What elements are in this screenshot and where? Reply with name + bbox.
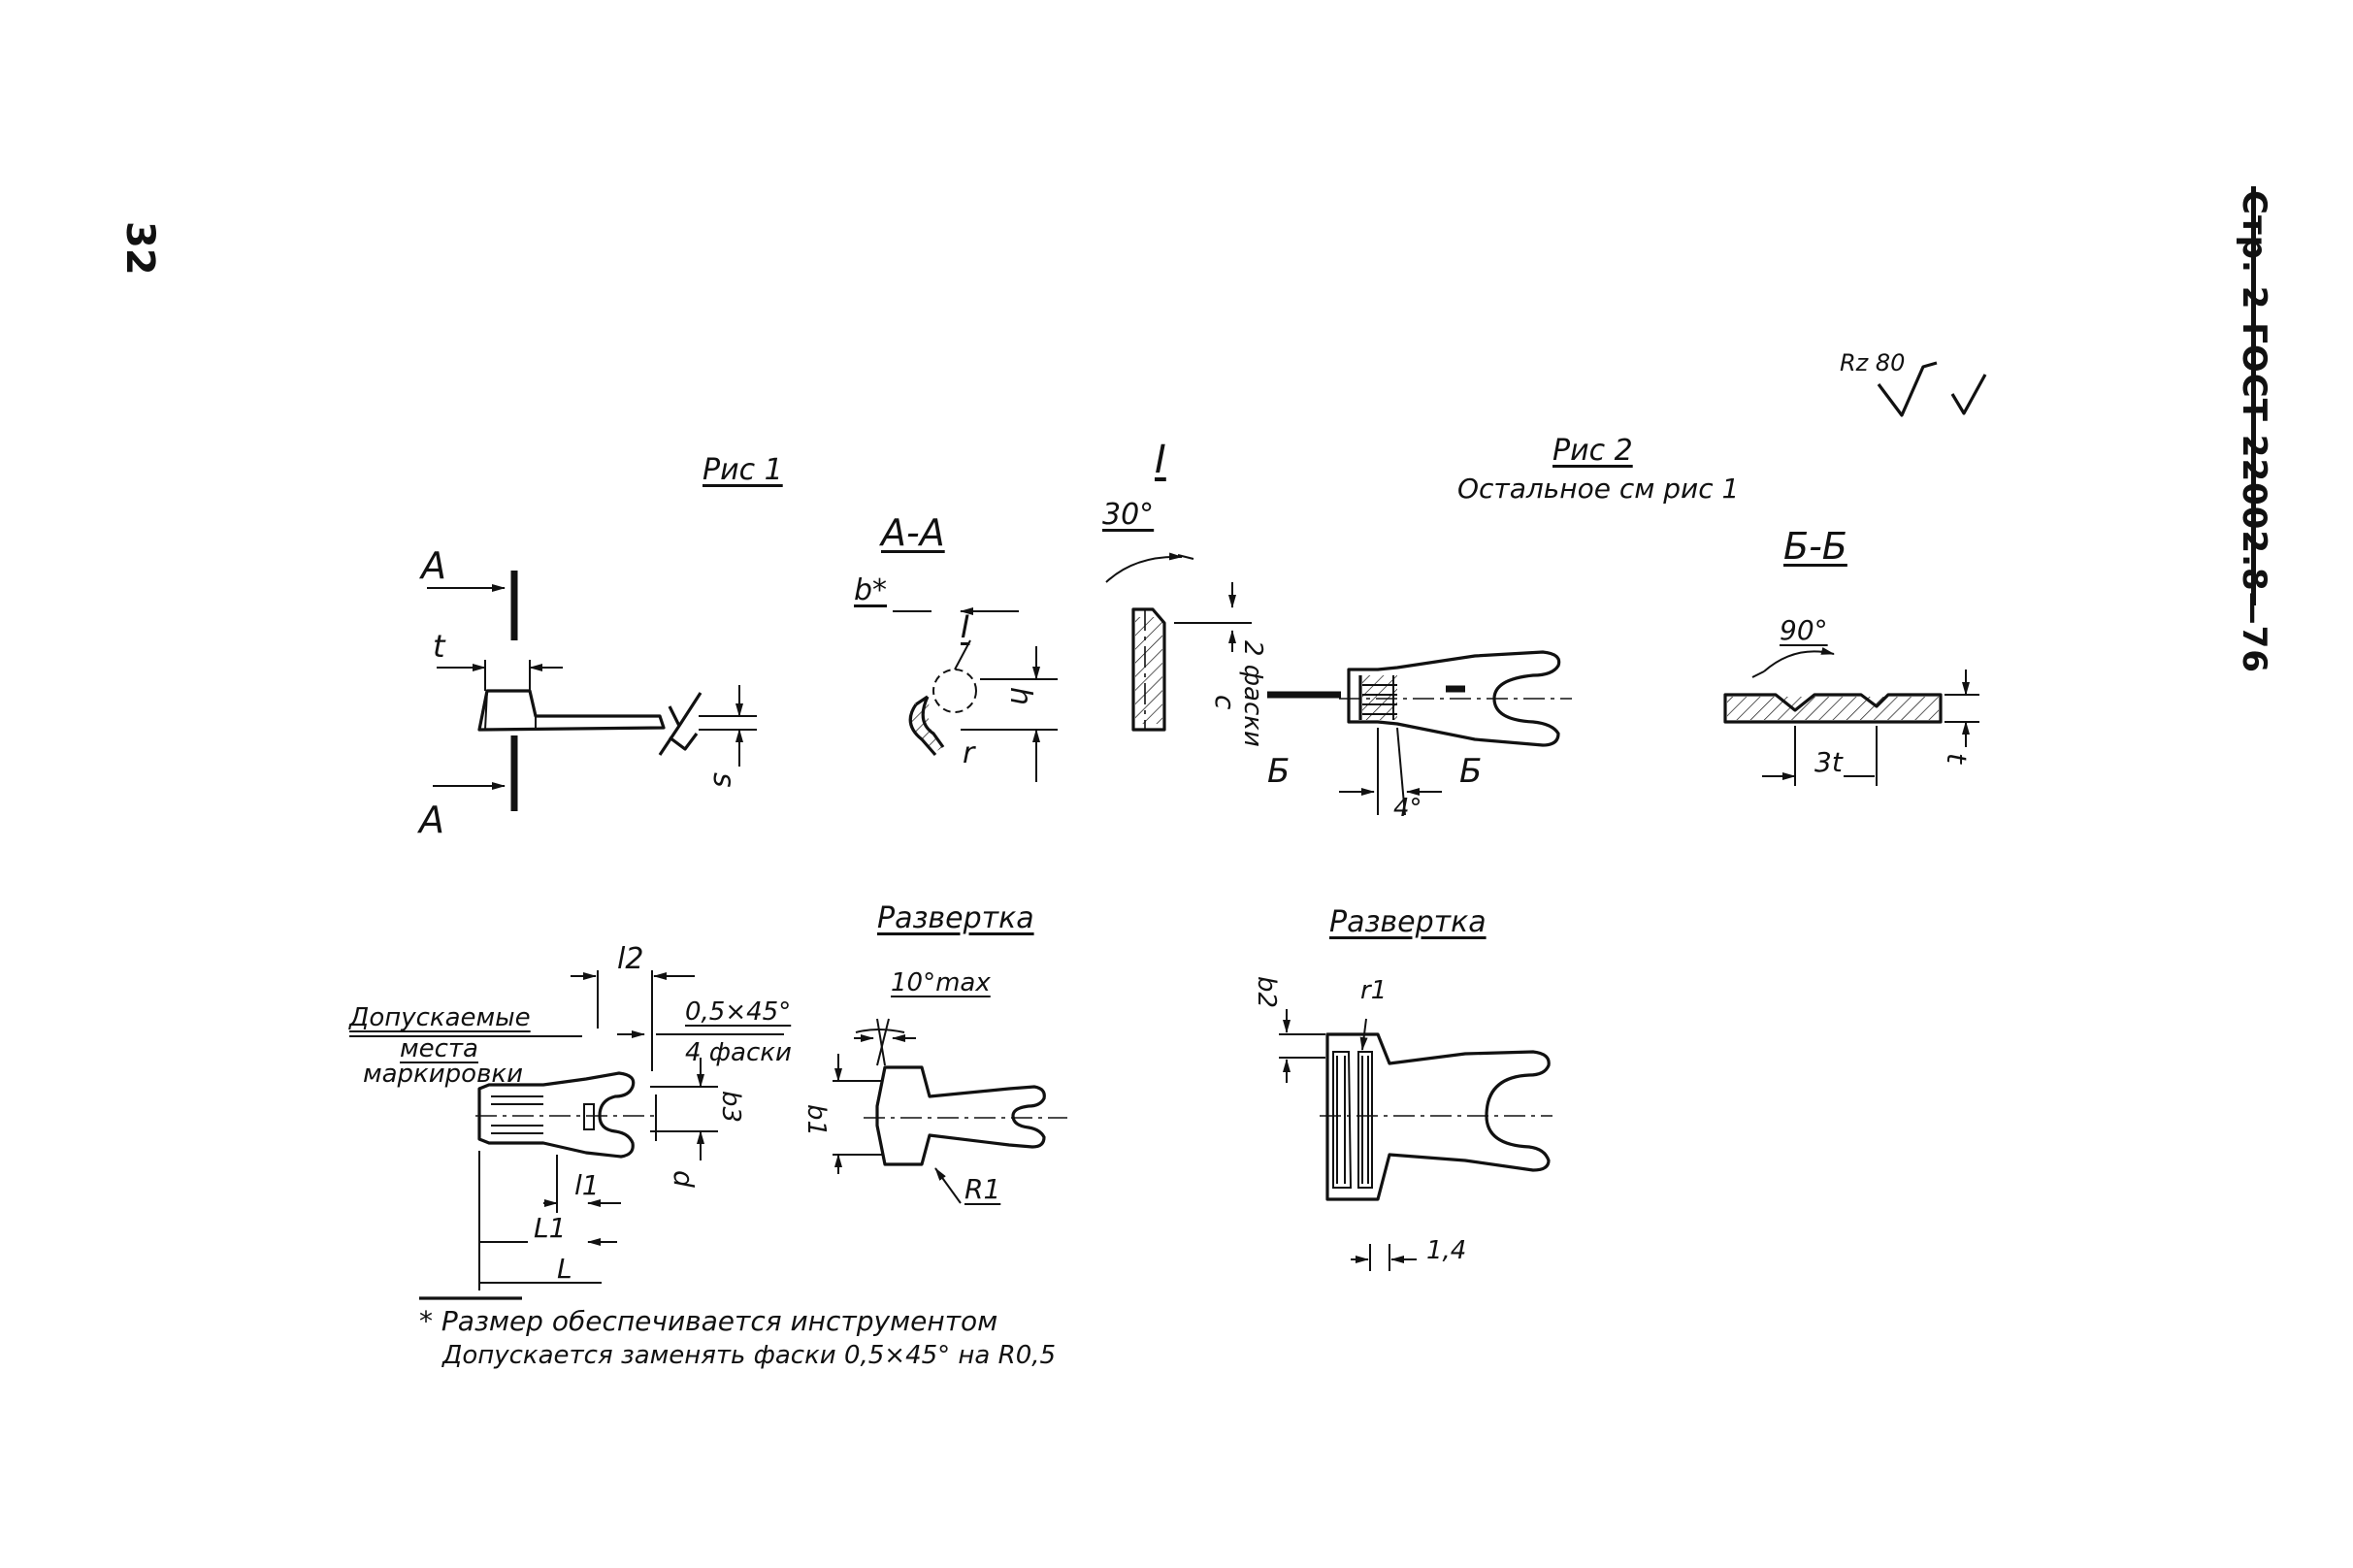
fig2-development: [1279, 1009, 1552, 1271]
dim-L-label: L: [557, 1253, 572, 1285]
section-bb-title: Б-Б: [1783, 525, 1847, 568]
angle-4-label: 4°: [1393, 794, 1422, 823]
section-b-b: [1723, 646, 1979, 786]
section-a-a: [893, 607, 1058, 782]
header-rule: [2251, 186, 2256, 605]
section-mark-b-right: Б: [1459, 752, 1483, 791]
roughness-value: Rz 80: [1840, 349, 1906, 376]
roughness-check-icon: [1877, 361, 1987, 417]
fig1-development-title: Развертка: [877, 901, 1034, 935]
fig1-development: [833, 1018, 1067, 1204]
dim-b-star: b*: [854, 573, 888, 607]
fig1-side-view: [427, 571, 757, 811]
dim-r1-small-label: r1: [1360, 976, 1388, 1005]
dim-c-label: c: [1209, 695, 1241, 710]
detail-i-angle: 30°: [1102, 498, 1155, 532]
fig2-fork-view: [1267, 650, 1572, 816]
marking-label-2: места: [400, 1034, 478, 1063]
section-mark-bottom: A: [419, 799, 444, 841]
marking-label-3: маркировки: [363, 1060, 523, 1089]
dim-d-label: d: [668, 1170, 700, 1188]
fig2-note: Остальное см рис 1: [1457, 473, 1740, 505]
section-bb-angle: 90°: [1780, 614, 1828, 646]
dim-b3-label: b3: [716, 1091, 745, 1124]
star-note: * Размер обеспечивается инструментом: [419, 1305, 998, 1337]
detail-i: [1105, 552, 1252, 732]
section-aa-ref: I: [961, 608, 970, 645]
chamfer-2-label: 2 фаски: [1238, 640, 1267, 747]
fig1-title: Рис 1: [703, 453, 783, 487]
marking-label-1: Допускаемые: [349, 1003, 531, 1032]
section-mark-top: A: [421, 544, 446, 587]
fig2-title: Рис 2: [1552, 434, 1633, 468]
dim-l2-label: l2: [617, 942, 644, 976]
dim-b2-label: b2: [1252, 976, 1281, 1009]
dim-b1-label: b1: [801, 1104, 831, 1137]
detail-i-title: I: [1155, 438, 1166, 482]
radius-r1-label: R1: [964, 1173, 1001, 1205]
fig2-development-title: Развертка: [1329, 905, 1487, 939]
dim-r-label: r: [963, 736, 975, 770]
chamfer-count-label: 4 фаски: [685, 1038, 792, 1067]
section-bb-dim-t: t: [1941, 753, 1973, 764]
dim-1-4-label: 1,4: [1426, 1236, 1467, 1265]
fig1-bottom-view: [349, 970, 784, 1300]
dim-h-label: h: [1003, 687, 1037, 706]
chamfer-note: Допускается заменять фаски 0,5×45° на R0…: [442, 1341, 1057, 1370]
dim-L1-label: L1: [534, 1212, 567, 1244]
dim-s-label: s: [706, 772, 740, 788]
section-aa-title: A-A: [881, 511, 945, 554]
page-number: 32: [117, 221, 162, 276]
dim-3t-label: 3t: [1814, 746, 1843, 778]
chamfer-label: 0,5×45°: [685, 997, 792, 1027]
angle-10-max: 10°max: [891, 968, 991, 997]
dim-t-label: t: [433, 628, 445, 665]
section-mark-b-left: Б: [1267, 752, 1291, 791]
dim-l1-label: l1: [574, 1169, 600, 1201]
